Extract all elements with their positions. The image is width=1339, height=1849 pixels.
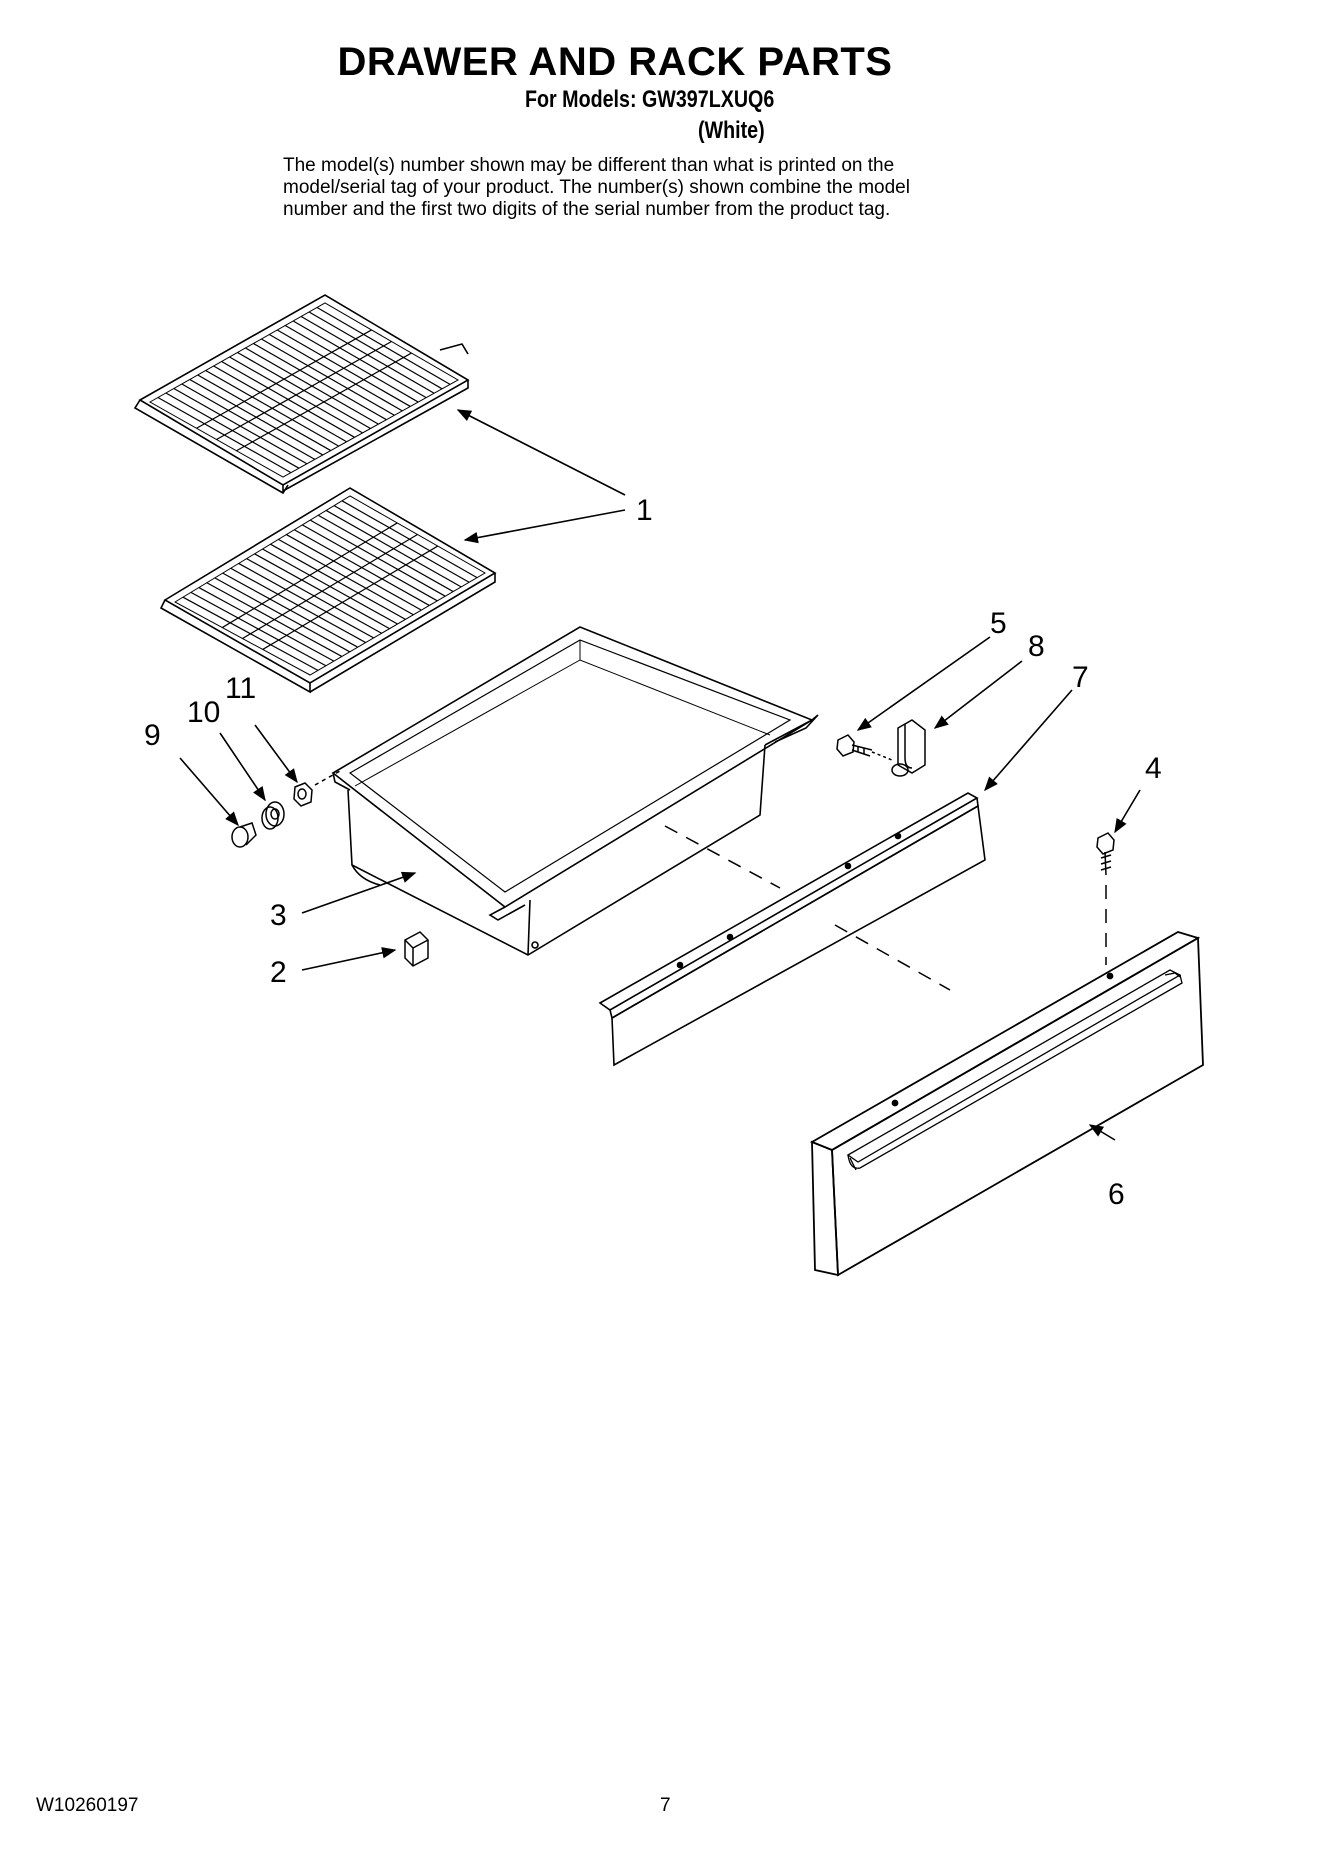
callout-9: 9	[144, 719, 161, 752]
oven-rack-top	[133, 294, 470, 495]
callout-1: 1	[636, 494, 653, 527]
fastener-set-left	[231, 770, 341, 848]
page-number: 7	[660, 1795, 671, 1816]
disclaimer-line: The model(s) number shown may be differe…	[283, 155, 895, 176]
oven-rack-bottom	[159, 487, 497, 694]
model-disclaimer: The model(s) number shown may be differe…	[283, 155, 1083, 221]
document-number: W10260197	[36, 1795, 139, 1816]
callout-11: 11	[225, 672, 256, 705]
drawer-panel-screw	[1096, 832, 1115, 876]
callout-5: 5	[990, 607, 1007, 640]
callout-7: 7	[1072, 661, 1089, 694]
callout-4: 4	[1145, 752, 1162, 785]
model-number: For Models: GW397LXUQ6	[525, 86, 775, 113]
drawer-pan	[331, 626, 819, 956]
callout-6: 6	[1108, 1178, 1125, 1211]
callout-8: 8	[1028, 630, 1045, 663]
leader-lines	[179, 409, 1141, 1141]
page-title: DRAWER AND RACK PARTS	[337, 40, 893, 84]
callout-numbers: 1 2 3 4 5 6 7 8 9 10 11	[144, 494, 1162, 1211]
callout-2: 2	[270, 956, 287, 989]
model-color: (White)	[698, 117, 765, 144]
alignment-lines	[664, 825, 1107, 991]
drawer-slide-block	[404, 931, 429, 967]
callout-3: 3	[270, 899, 287, 932]
drawer-front-panel	[809, 931, 1204, 1277]
callout-10: 10	[187, 696, 220, 729]
drawer-bracket-assembly	[836, 719, 926, 777]
disclaimer-line: model/serial tag of your product. The nu…	[283, 177, 910, 198]
drawer-front-liner	[598, 792, 986, 1067]
disclaimer-line: number and the first two digits of the s…	[283, 199, 891, 220]
